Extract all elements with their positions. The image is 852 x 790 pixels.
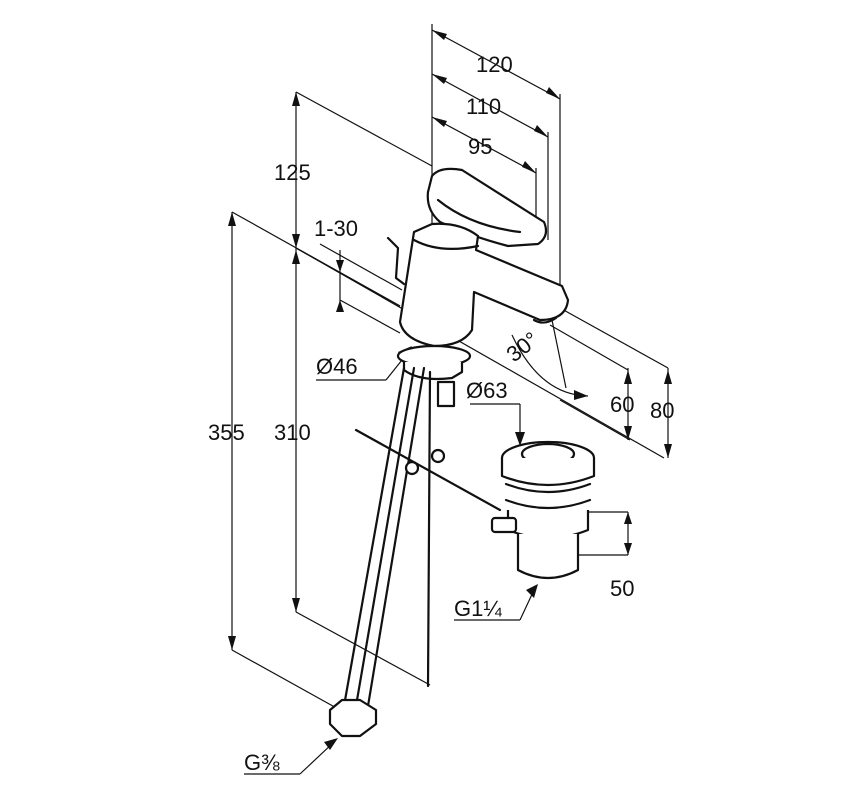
thread-g1-1-4-label: G1¼ <box>454 596 502 621</box>
dim-63-label: Ø63 <box>466 378 508 403</box>
dim-95-label: 95 <box>468 134 492 159</box>
dim-310-label: 310 <box>274 420 311 445</box>
dim-30deg-label: 30° <box>502 327 544 367</box>
dim-80-label: 80 <box>650 398 674 423</box>
supply-hoses <box>328 366 502 738</box>
thread-g3-8-label: G⅜ <box>244 750 280 775</box>
faucet-body <box>386 167 570 408</box>
dim-110-label: 110 <box>466 94 501 119</box>
dim-1-30-label: 1-30 <box>314 216 358 241</box>
pop-up-waste <box>490 440 596 580</box>
dim-50-label: 50 <box>610 576 634 601</box>
dim-120-label: 120 <box>476 52 513 77</box>
dim-355-label: 355 <box>208 420 245 445</box>
dim-60-label: 60 <box>610 392 634 417</box>
dim-125-label: 125 <box>274 160 311 185</box>
dimension-labels: 120 110 95 125 1-30 30° Ø46 Ø63 60 80 35… <box>208 52 674 775</box>
dim-46-label: Ø46 <box>316 354 358 379</box>
dimension-lines <box>228 24 672 775</box>
